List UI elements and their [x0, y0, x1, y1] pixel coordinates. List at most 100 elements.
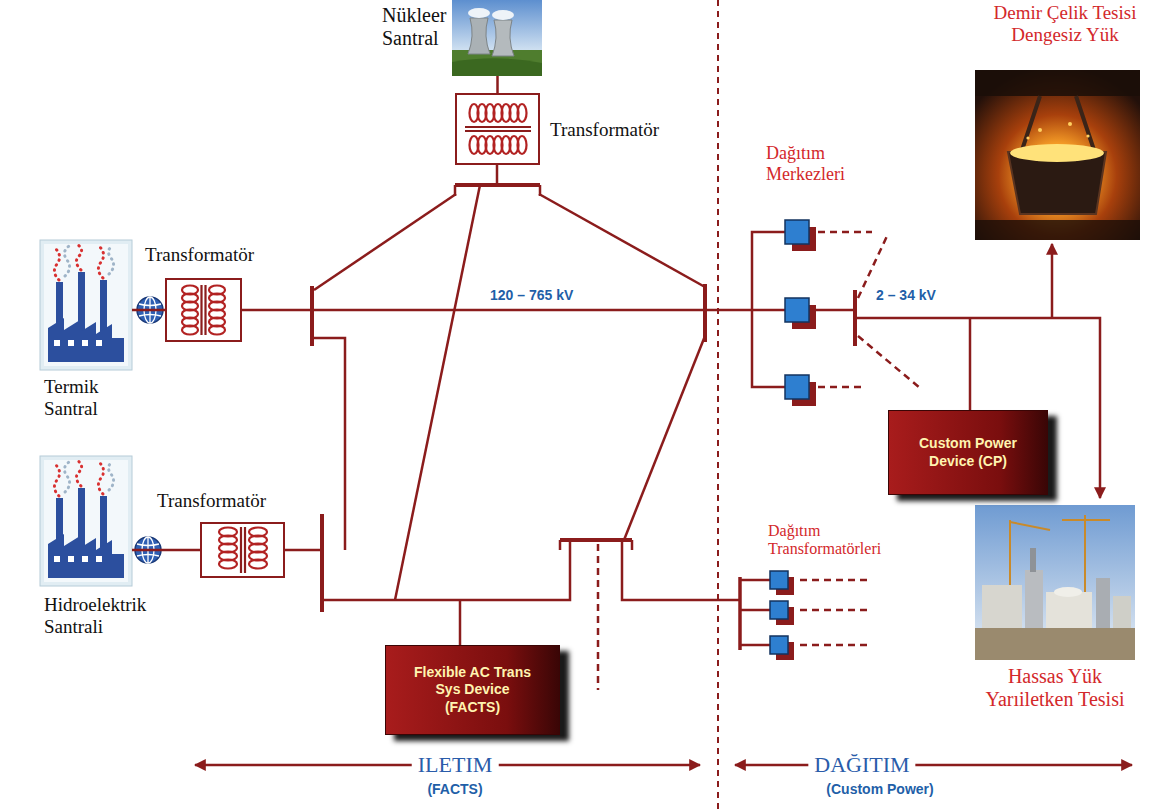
drawing-part [858, 336, 920, 388]
drawing-part [969, 318, 972, 410]
power-plant-picture: Termik Santral [40, 240, 132, 370]
drawing-part [818, 231, 872, 234]
drawing-part [703, 284, 707, 342]
voltage-label: 2 – 34 kV [876, 287, 936, 303]
drawing-part [740, 580, 770, 645]
drawing-part [465, 126, 531, 128]
drawing-part [204, 285, 206, 335]
region-label: ILETIM [412, 752, 499, 777]
drawing-part [975, 505, 1135, 660]
distribution-center-symbol [785, 220, 816, 406]
transformer-box: Transformatör [165, 278, 242, 342]
drawing-part [322, 540, 570, 600]
transformer-symbol [219, 527, 267, 573]
voltage-label: 120 – 765 kV [490, 287, 573, 303]
drawing-part [244, 527, 246, 573]
node-label: Transformatör [550, 119, 659, 141]
drawing-part [1046, 592, 1092, 630]
drawing-part [855, 318, 1100, 498]
drawing-part [240, 527, 242, 573]
drawing-part [320, 514, 324, 612]
drawing-part [182, 326, 198, 335]
transformer-symbol [465, 104, 531, 154]
drawing-part [312, 338, 345, 550]
drawing-part [785, 298, 809, 322]
drawing-part [975, 70, 1140, 96]
drawing-part [624, 336, 705, 540]
drawing-part [738, 577, 742, 650]
drawing-part [1086, 134, 1089, 137]
drawing-part [539, 194, 705, 287]
nuclear-plant-picture [452, 0, 542, 76]
transmission-wires [242, 165, 785, 690]
drawing-part [816, 309, 855, 312]
node-label: Transformatör [157, 490, 266, 512]
drawing-part [770, 636, 788, 654]
drawing-part [452, 58, 542, 76]
drawing-part [1010, 144, 1104, 162]
drawing-part [219, 560, 237, 569]
power-plant-picture: Hidroelektrik Santrali [40, 456, 132, 586]
drawing-part [785, 375, 809, 399]
wire-connector [132, 309, 165, 312]
drawing-part [209, 326, 225, 335]
drawing-part [492, 20, 514, 56]
drawing-part [459, 600, 462, 645]
drawing-part [395, 185, 480, 600]
wire-connector [496, 76, 499, 93]
drawing-part [597, 544, 600, 690]
drawing-part [200, 285, 202, 335]
drawing-part [496, 165, 499, 185]
drawing-part [770, 571, 788, 589]
load-picture: Hassas Yük Yarıiletken Tesisi [975, 505, 1135, 660]
drawing-part [1113, 596, 1131, 630]
drawing-part [818, 386, 862, 389]
region-sublabel: (Custom Power) [826, 781, 933, 797]
drawing-part [1038, 128, 1042, 132]
node-label: Hassas Yük Yarıiletken Tesisi [980, 665, 1130, 711]
transformer-symbol [182, 285, 225, 335]
drawing-part [1084, 515, 1086, 600]
drawing-part [468, 8, 490, 18]
power-plant-picture: Nükleer Santral [452, 0, 542, 76]
drawing-part [752, 232, 785, 387]
drawing-part [1096, 578, 1110, 630]
transformer-box: Transformatör [200, 522, 285, 578]
drawing-part [285, 549, 322, 552]
drawing-part [1010, 522, 1050, 530]
drawing-part [1022, 96, 1040, 150]
transformer-box: Transformatör [455, 93, 540, 165]
thermal-plant-picture [40, 240, 132, 370]
drawing-part [1030, 548, 1036, 572]
drawing-part [1025, 570, 1043, 630]
drawing-part [1068, 122, 1072, 126]
drawing-part [465, 130, 531, 132]
region-label: DAĞITIM [808, 752, 915, 777]
node-label: Transformatör [145, 244, 254, 266]
drawing-part [1076, 96, 1094, 150]
device-box: Custom Power Device (CP) [888, 410, 1048, 495]
drawing-part [518, 104, 527, 122]
node-label: Nükleer Santral [382, 4, 448, 50]
device-name: Custom Power Device (CP) [912, 435, 1024, 470]
drawing-part [785, 220, 809, 244]
drawing-part [975, 70, 1140, 240]
drawing-part [1054, 587, 1082, 597]
device-box: Flexible AC Trans Sys Device (FACTS) [385, 645, 560, 735]
drawing-part [1026, 136, 1029, 139]
distribution-transformer-symbol [770, 571, 794, 660]
drawing-part [982, 585, 1022, 630]
drawing-part [975, 220, 1140, 240]
drawing-part [1062, 519, 1110, 521]
node-label: Termik Santral [44, 376, 134, 420]
device-name: Flexible AC Trans Sys Device (FACTS) [410, 664, 535, 717]
hydro-plant-picture [40, 456, 132, 586]
distribution-wires [740, 232, 1100, 650]
region-separator [717, 0, 719, 809]
steel-mill-picture [975, 70, 1140, 240]
load-picture: Demir Çelik Tesisi Dengesiz Yük [975, 70, 1140, 240]
region-arrow [735, 764, 1132, 767]
wire-connector [132, 549, 200, 552]
semiconductor-plant-picture [975, 505, 1135, 660]
